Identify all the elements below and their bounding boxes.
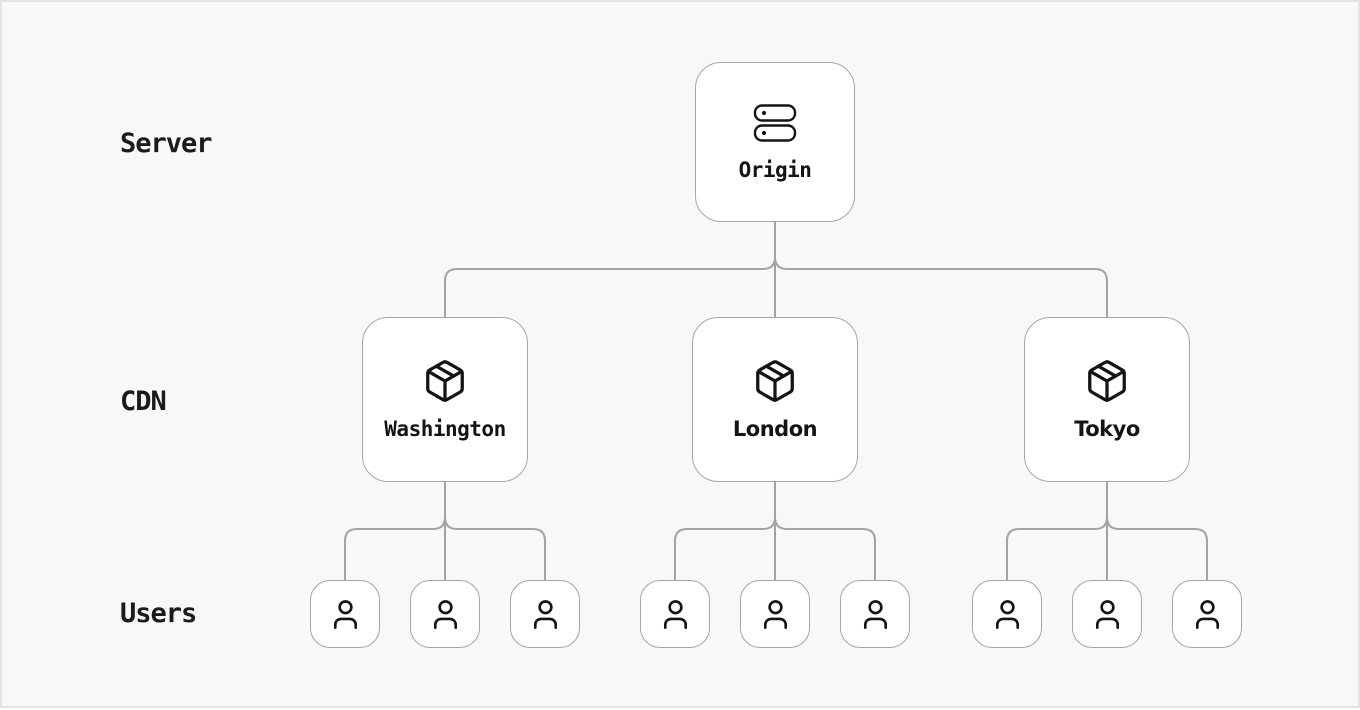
edge-tokyo-user3 <box>1106 482 1208 580</box>
user-node <box>310 580 380 648</box>
user-node <box>972 580 1042 648</box>
edge-washington-user3 <box>444 482 546 580</box>
user-icon <box>433 599 457 629</box>
cdn-node-washington: Washington <box>362 317 528 482</box>
edge-london-user3 <box>774 482 876 580</box>
cdn-node-label: Washington <box>384 417 506 441</box>
user-icon <box>763 599 787 629</box>
origin-node: Origin <box>695 62 855 222</box>
package-icon <box>426 360 464 402</box>
row-label-server: Server <box>120 128 213 159</box>
user-node <box>1172 580 1242 648</box>
user-node <box>410 580 480 648</box>
package-icon <box>756 360 794 402</box>
edge-london-user1 <box>674 482 776 580</box>
package-icon <box>1088 360 1126 402</box>
edge-washington-user1 <box>344 482 446 580</box>
user-node <box>1072 580 1142 648</box>
cdn-node-label: London <box>732 417 818 441</box>
cdn-node-tokyo: Tokyo <box>1024 317 1190 482</box>
user-icon <box>533 599 557 629</box>
row-label-cdn: CDN <box>120 386 167 417</box>
cdn-node-london: London <box>692 317 858 482</box>
cdn-node-label: Tokyo <box>1074 417 1140 441</box>
user-node <box>740 580 810 648</box>
edge-origin-tokyo <box>774 222 1108 317</box>
user-icon <box>995 599 1019 629</box>
edge-origin-washington <box>444 222 776 317</box>
user-icon <box>863 599 887 629</box>
server-icon <box>753 103 797 142</box>
user-icon <box>1195 599 1219 629</box>
user-node <box>840 580 910 648</box>
row-label-users: Users <box>120 598 197 629</box>
origin-node-label: Origin <box>738 157 812 182</box>
user-icon <box>1095 599 1119 629</box>
user-icon <box>333 599 357 629</box>
edge-tokyo-user1 <box>1006 482 1108 580</box>
user-node <box>640 580 710 648</box>
user-node <box>510 580 580 648</box>
user-icon <box>663 599 687 629</box>
